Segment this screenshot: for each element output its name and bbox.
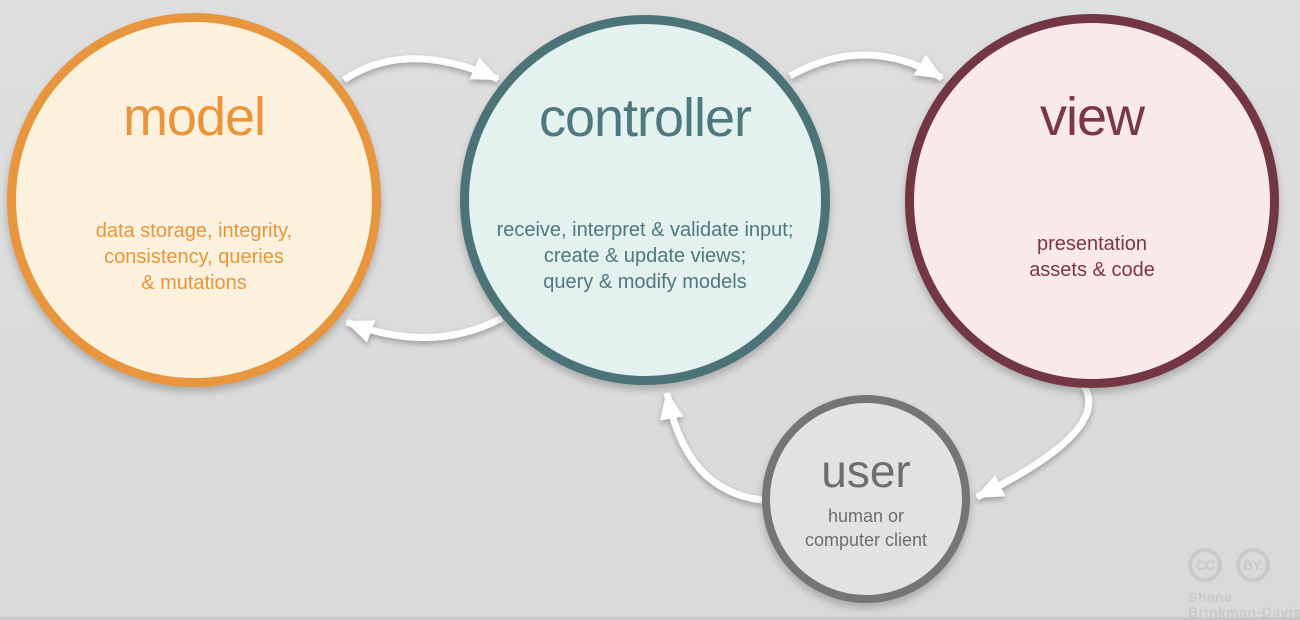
- controller-description: receive, interpret & validate input; cre…: [469, 217, 821, 295]
- author-line: Shane: [1188, 589, 1233, 605]
- license-badges: CC BY:: [1188, 548, 1293, 582]
- arrow-controller-to-model: [345, 314, 504, 343]
- description-line: query & modify models: [543, 271, 747, 293]
- cc-icon: CC: [1188, 548, 1222, 582]
- view-description: presentation assets & code: [914, 231, 1270, 283]
- license-attribution: CC BY: Shane Brinkman-Davis: [1188, 548, 1300, 620]
- description-line: assets & code: [1029, 259, 1155, 281]
- bottom-edge-strip: [0, 617, 1300, 620]
- arrow-controller-to-view: [788, 51, 944, 82]
- description-line: computer client: [804, 530, 928, 550]
- model-description: data storage, integrity, consistency, qu…: [16, 218, 372, 296]
- user-node: user human or computer client: [762, 395, 970, 603]
- arrow-view-to-user: [975, 384, 1093, 501]
- author-line: Brinkman-Davis: [1188, 604, 1300, 620]
- arrow-user-to-controller: [659, 391, 763, 504]
- description-line: human or: [827, 506, 905, 526]
- description-line: data storage, integrity,: [95, 220, 293, 242]
- description-line: consistency, queries: [104, 246, 284, 268]
- author-credit: Shane Brinkman-Davis: [1188, 589, 1300, 620]
- model-node: model data storage, integrity, consisten…: [7, 13, 381, 387]
- user-description: human or computer client: [770, 504, 962, 552]
- arrow-model-to-controller: [342, 55, 500, 83]
- description-line: & mutations: [141, 272, 247, 294]
- description-line: presentation: [1036, 233, 1148, 255]
- view-title: view: [1039, 87, 1145, 147]
- user-title: user: [821, 445, 911, 497]
- controller-title: controller: [538, 88, 752, 148]
- controller-node: controller receive, interpret & validate…: [460, 15, 830, 385]
- cc-by-icon: BY:: [1236, 548, 1270, 582]
- view-node: view presentation assets & code: [905, 14, 1279, 388]
- description-line: receive, interpret & validate input;: [496, 219, 794, 241]
- description-line: create & update views;: [543, 245, 747, 267]
- model-title: model: [122, 87, 266, 147]
